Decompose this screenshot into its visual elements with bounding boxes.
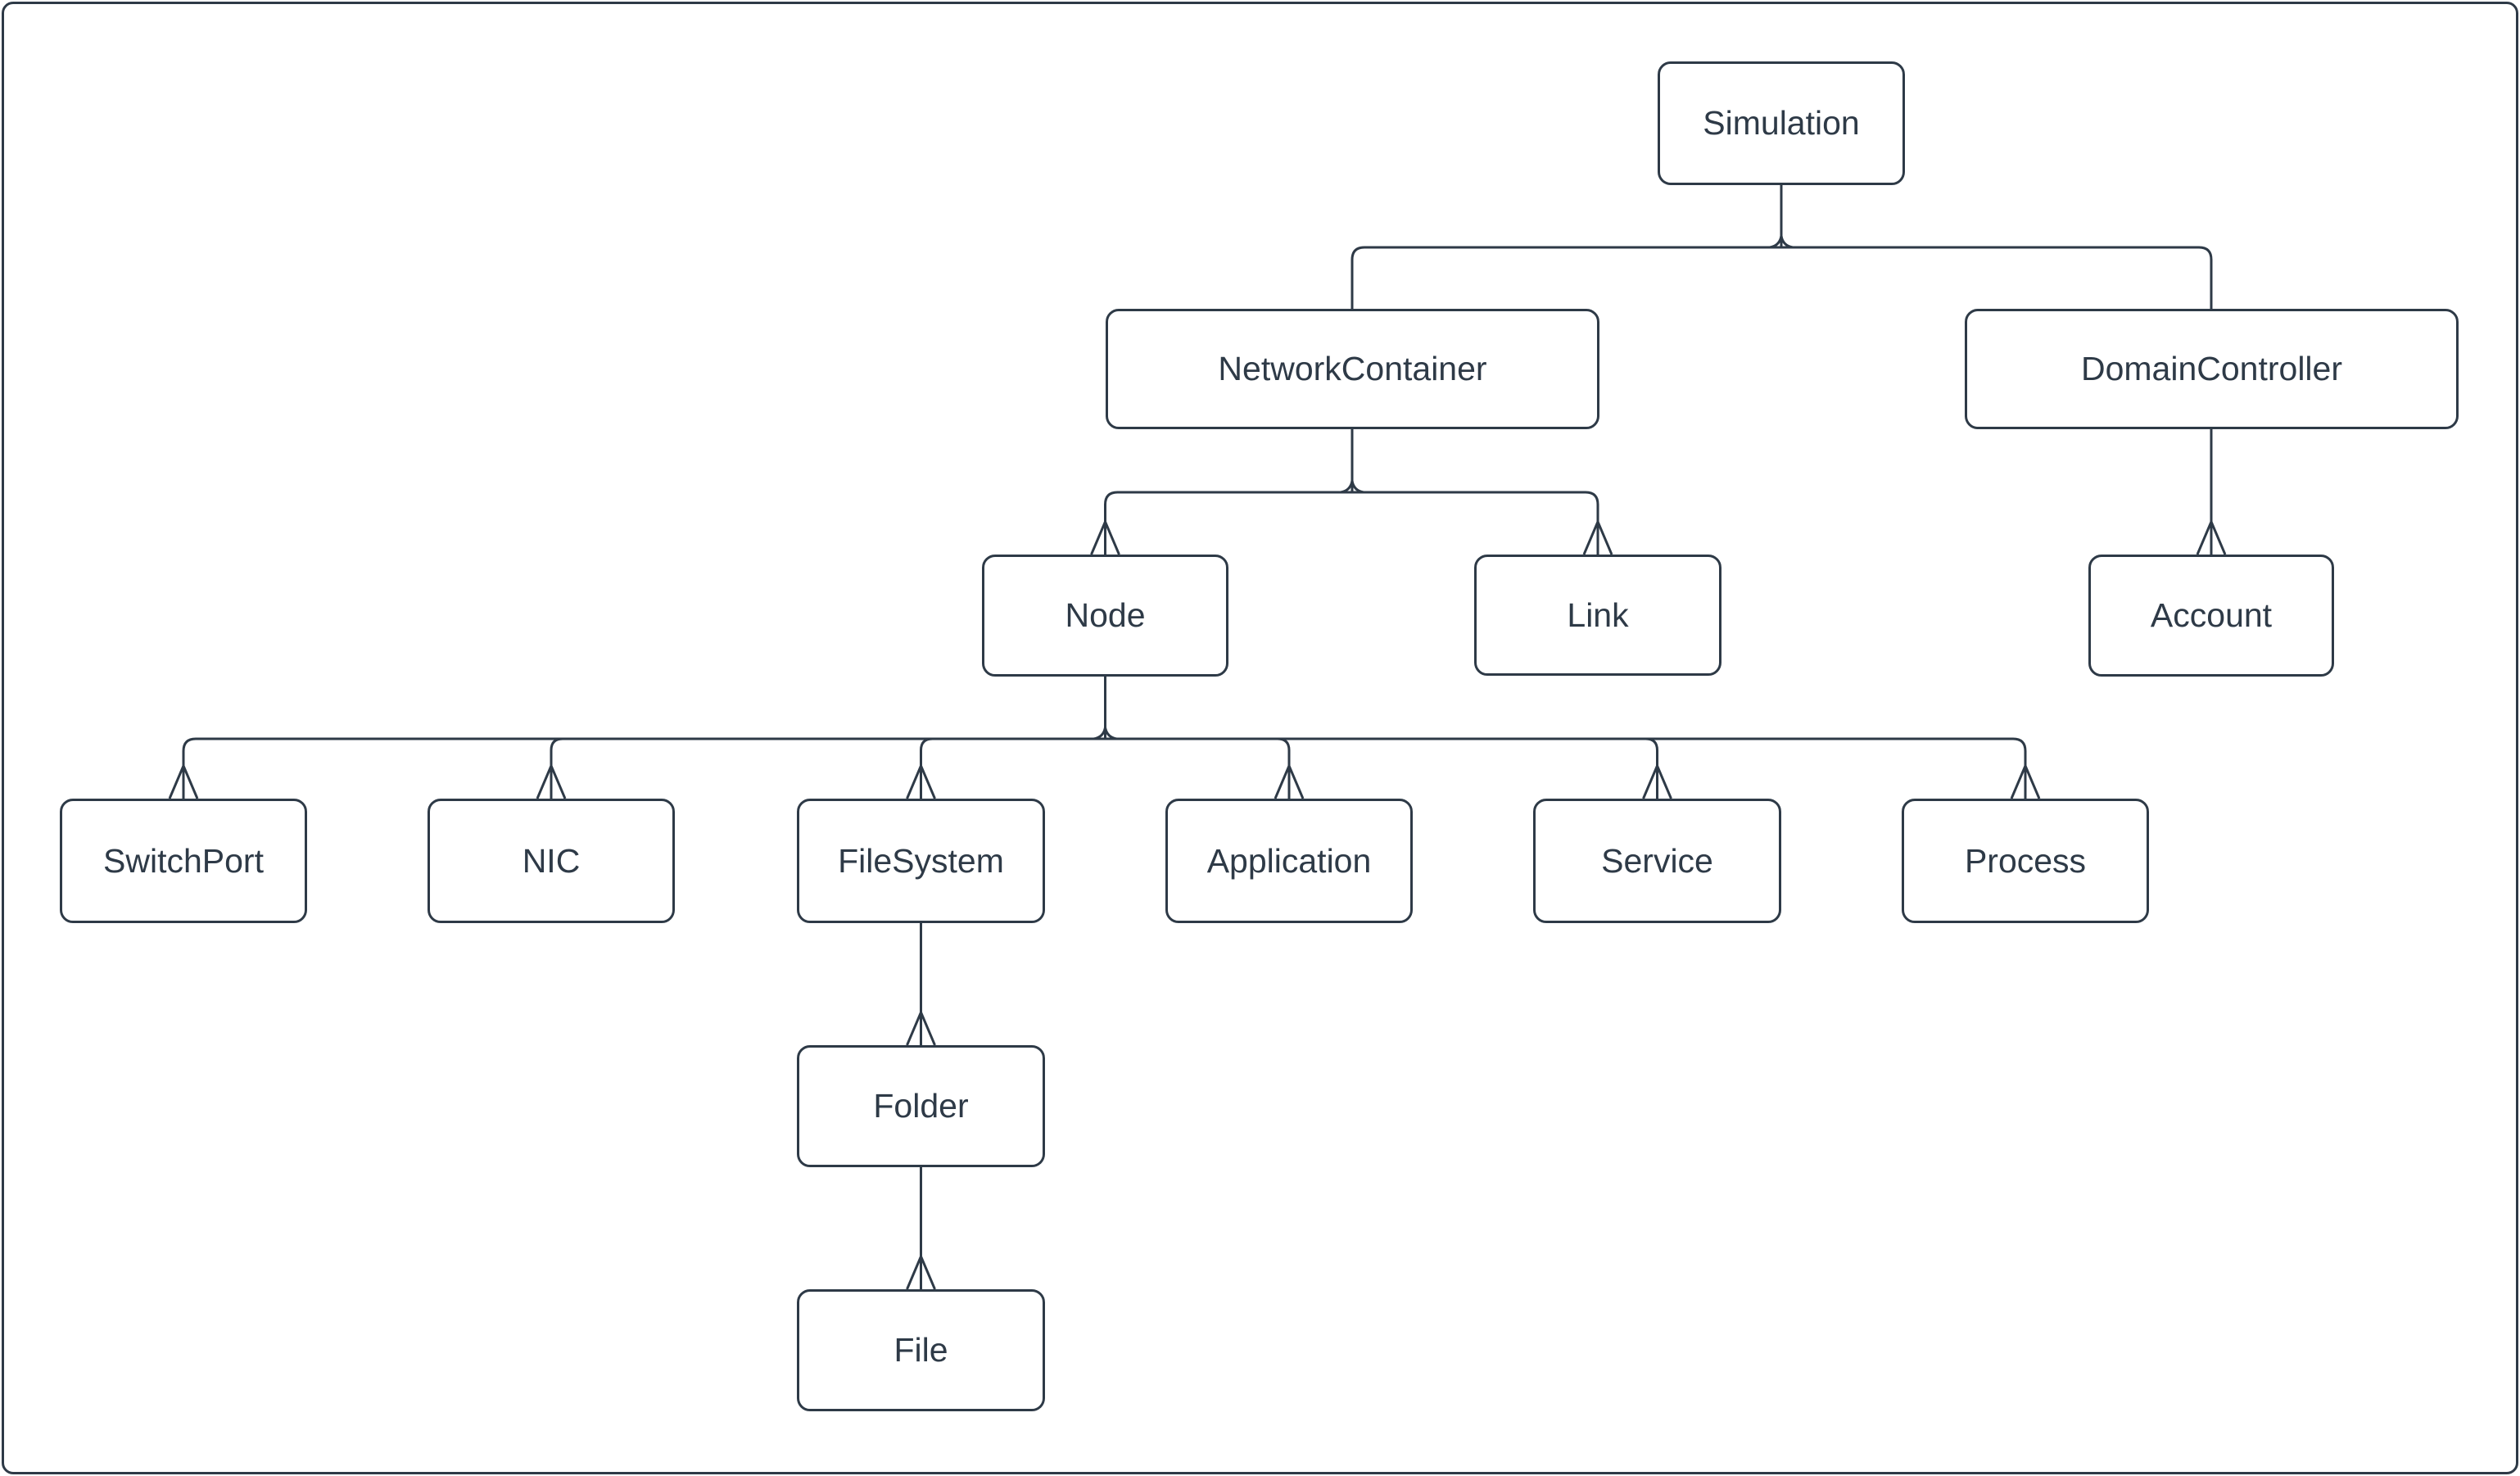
- node-service[interactable]: Service: [1533, 799, 1781, 923]
- inheritance-arrowhead: [2010, 763, 2041, 799]
- node-label: Account: [2150, 596, 2273, 634]
- edge-flare: [1340, 480, 1354, 494]
- inheritance-arrowhead: [1642, 763, 1672, 799]
- node-label: NetworkContainer: [1218, 350, 1487, 387]
- edge-folder-file: [906, 1167, 936, 1290]
- inheritance-arrowhead: [1582, 518, 1613, 555]
- node-label: File: [894, 1331, 948, 1369]
- node-file[interactable]: File: [797, 1289, 1045, 1411]
- edge-bus: [1350, 246, 2213, 260]
- inheritance-arrowhead: [906, 1009, 936, 1046]
- node-switch-port[interactable]: SwitchPort: [60, 799, 307, 923]
- node-label: SwitchPort: [103, 841, 264, 880]
- node-label: FileSystem: [838, 841, 1004, 880]
- inheritance-arrowhead: [906, 763, 936, 799]
- inheritance-arrowhead: [1090, 518, 1120, 555]
- node-account[interactable]: Account: [2088, 555, 2334, 677]
- node-label: Simulation: [1703, 104, 1860, 142]
- edge-flare: [1769, 235, 1783, 249]
- inheritance-arrowhead: [906, 1253, 936, 1290]
- edge-networkcontainer-children: [1090, 429, 1613, 555]
- edge-drop-application: [1277, 737, 1291, 799]
- node-network-container[interactable]: NetworkContainer: [1106, 309, 1599, 429]
- node-process[interactable]: Process: [1902, 799, 2149, 923]
- edge-bus: [1104, 491, 1599, 505]
- node-label: Node: [1065, 596, 1146, 634]
- edge-filesystem-folder: [906, 923, 936, 1046]
- node-label: Folder: [873, 1087, 969, 1125]
- node-label: Service: [1601, 841, 1713, 880]
- inheritance-arrowhead: [536, 763, 567, 799]
- node-folder[interactable]: Folder: [797, 1045, 1045, 1167]
- edge-domaincontroller-account: [2196, 429, 2227, 555]
- inheritance-arrowhead: [2196, 518, 2227, 555]
- inheritance-arrowhead: [168, 763, 199, 799]
- node-label: Process: [1964, 841, 2087, 880]
- edge-flare: [1350, 480, 1364, 494]
- node-file-system[interactable]: FileSystem: [797, 799, 1045, 923]
- edge-drop-filesystem: [920, 737, 933, 799]
- node-nic[interactable]: NIC: [428, 799, 675, 923]
- node-simulation[interactable]: Simulation: [1658, 61, 1905, 185]
- edge-drop-nic: [550, 737, 563, 799]
- node-application[interactable]: Application: [1165, 799, 1413, 923]
- node-domain-controller[interactable]: DomainController: [1965, 309, 2459, 429]
- edge-simulation-children: [1350, 185, 2213, 309]
- edge-flare: [1104, 727, 1117, 740]
- node-label: NIC: [522, 841, 581, 880]
- edge-flare: [1780, 235, 1794, 249]
- node-label: Link: [1567, 595, 1629, 634]
- node-label: Application: [1206, 841, 1372, 880]
- node-label: DomainController: [2080, 350, 2342, 387]
- edge-drop-service: [1645, 737, 1658, 799]
- edge-flare: [1093, 727, 1106, 740]
- node-node[interactable]: Node: [982, 555, 1228, 677]
- edge-node-children: [168, 677, 2041, 799]
- edge-bus: [182, 737, 2027, 752]
- node-link[interactable]: Link: [1474, 555, 1721, 676]
- inheritance-arrowhead: [1274, 763, 1305, 799]
